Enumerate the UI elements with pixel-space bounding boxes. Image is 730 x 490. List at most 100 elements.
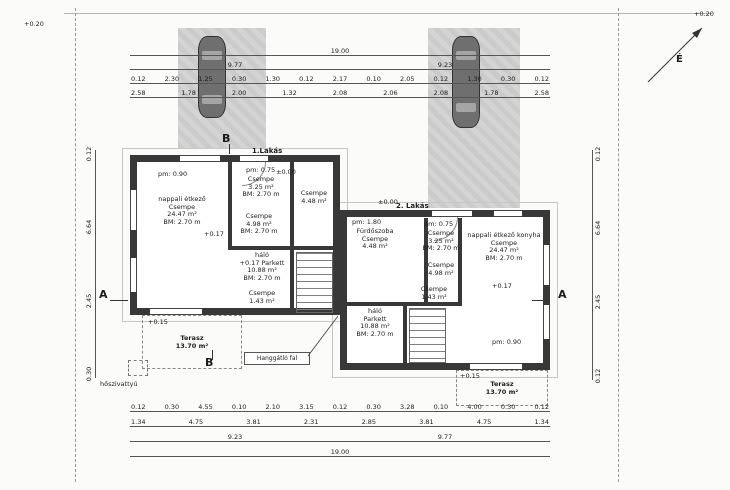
apt2-living-level: +0.17 [492, 282, 512, 290]
dim-value: 2.17 [332, 75, 348, 83]
dim-top-left-half: 9.77 [130, 60, 340, 70]
apt2-title: 2. Lakás [396, 202, 429, 210]
car-rear-window [202, 95, 222, 104]
heat-pump-box [128, 360, 148, 376]
apt2-partition-bath [424, 218, 428, 306]
room-finish: Csempe [427, 229, 455, 237]
terrace-area: 13.70 m² [175, 342, 209, 350]
car-apt2 [452, 36, 480, 128]
dim-value: 0.10 [433, 403, 449, 411]
dim-value: 1.34 [534, 418, 549, 426]
section-line-b-bottom [212, 350, 213, 360]
apt2-window-east-2 [543, 305, 550, 339]
dim-value: 9.77 [437, 433, 453, 441]
apt1-wc-parapet: pm: 0.75 [246, 166, 276, 174]
room-finish: Csempe [490, 238, 518, 247]
room-name: háló [368, 307, 382, 315]
dim-value: 9.77 [227, 61, 243, 69]
room-height: BM: 2.70 m [243, 273, 281, 282]
terrace-area: 13.70 m² [485, 388, 519, 396]
dim-value: 0.12 [534, 75, 549, 83]
dim-value: 0.12 [131, 75, 146, 83]
dim-value: 6.64 [85, 220, 94, 235]
dim-value: 0.30 [500, 403, 516, 411]
room-finish: Csempe [300, 189, 328, 197]
room-height: BM: 2.70 m [356, 329, 394, 338]
apt2-wc-parapet: pm: 0.75 [424, 220, 454, 228]
north-label: É [676, 54, 683, 65]
dim-value: 0.30 [164, 403, 180, 411]
apt2-partition-living [458, 218, 462, 306]
apt2-hall-label: Csempe 4.98 m² [416, 261, 466, 277]
room-area: 4.98 m² [246, 219, 272, 228]
dim-value: 0.12 [332, 403, 348, 411]
apt2-stairs [409, 308, 446, 363]
terrace-apt2-level: +0.15 [460, 372, 480, 380]
dim-value: 0.10 [231, 403, 247, 411]
dim-value: 0.12 [594, 368, 603, 384]
terrace-name: Terasz [490, 380, 514, 388]
terrace-apt1-level: +0.15 [148, 318, 168, 326]
dim-value: 2.45 [594, 294, 603, 310]
heat-pump-label: hőszivattyú [100, 380, 138, 388]
apt1-store-label: Csempe 1.43 m² [238, 289, 286, 305]
dim-value: 3.81 [246, 418, 261, 426]
dim-value: 3.15 [299, 403, 314, 411]
dim-value: 0.30 [85, 366, 94, 382]
dim-value: 0.12 [433, 75, 449, 83]
apt1-living-label: nappali étkező Csempe 24.47 m² BM: 2.70 … [142, 195, 222, 226]
room-finish: Parkett [261, 258, 285, 267]
dim-value: 2.58 [131, 89, 146, 97]
section-marker-b-bottom: B [205, 356, 214, 369]
section-line-a-right [532, 300, 550, 301]
apt1-entry-door [240, 155, 268, 162]
section-marker-b-top: B [222, 132, 231, 145]
dim-value: 2.00 [231, 89, 247, 97]
terrace-apt1: Terasz 13.70 m² [142, 315, 242, 369]
terrace-apt2: Terasz 13.70 m² [456, 370, 548, 406]
room-finish: Csempe [427, 261, 455, 269]
room-height: BM: 2.70 m [163, 217, 201, 226]
room-finish: Csempe [168, 202, 196, 211]
dim-value: 0.30 [231, 75, 247, 83]
dim-value: 3.28 [400, 403, 415, 411]
room-finish: Csempe [247, 175, 275, 183]
dim-value: 2.06 [383, 89, 398, 97]
dim-value: 19.00 [330, 47, 350, 55]
dim-value: 1.78 [484, 89, 499, 97]
dim-value: 1.78 [181, 89, 196, 97]
apt1-window-west-1 [130, 190, 137, 230]
dim-value: 2.30 [164, 75, 180, 83]
dim-value: 2.08 [332, 89, 348, 97]
terrace-apt1-label: Terasz 13.70 m² [176, 334, 208, 350]
dim-value: 2.08 [433, 89, 449, 97]
apt1-living-parapet: pm: 0.90 [158, 170, 188, 178]
apt1-door-north [180, 155, 220, 162]
apt1-bath-label: Csempe 4.48 m² [296, 189, 332, 205]
apt2-wc-label: Csempe 3.25 m² BM: 2.70 m [416, 229, 466, 253]
apt1-partition-bath [290, 162, 294, 250]
dim-value: 0.12 [534, 403, 549, 411]
dim-value: 1.32 [282, 89, 297, 97]
apt1-living-level: +0.17 [204, 230, 224, 238]
dim-value: 2.45 [85, 293, 94, 308]
dim-value: 2.05 [400, 75, 415, 83]
dim-value: 0.30 [366, 403, 381, 411]
room-finish: Parkett [363, 314, 387, 323]
apt2-terrace-door [470, 363, 522, 370]
dim-value: 19.00 [330, 448, 350, 456]
room-height: BM: 2.70 m [240, 227, 278, 235]
dim-value: 1.30 [467, 75, 482, 83]
apt1-entry-level: ±0.00 [276, 168, 296, 176]
room-area: 24.47 m² [489, 246, 519, 254]
apt1-hall-label: Csempe 4.98 m² BM: 2.70 m [234, 212, 284, 236]
apt2-bath-label: Fürdőszoba Csempe 4.48 m² [348, 227, 402, 251]
dim-value: 2.10 [265, 403, 280, 411]
dim-value: 2.85 [361, 418, 377, 426]
apt2-store-label: Csempe 1.43 m² [412, 285, 456, 301]
dim-value: 9.23 [437, 61, 453, 69]
